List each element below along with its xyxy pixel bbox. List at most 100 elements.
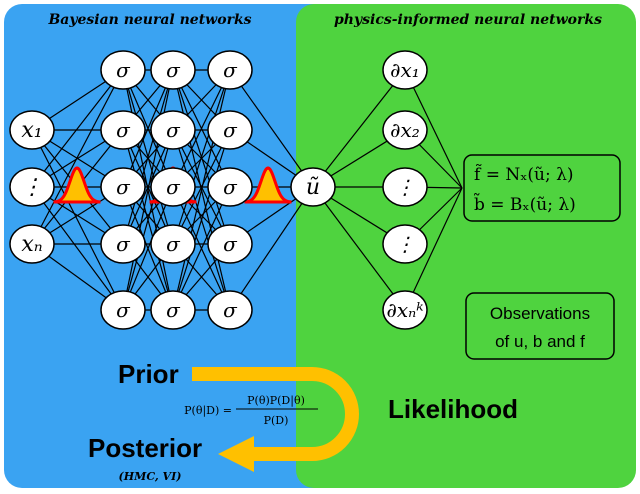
node-circle bbox=[100, 167, 146, 207]
node-circle bbox=[9, 224, 55, 264]
edge-line bbox=[122, 186, 174, 311]
node-circle bbox=[100, 290, 146, 330]
node-circle bbox=[207, 50, 253, 90]
bnn-title: Bayesian neural networks bbox=[47, 12, 251, 28]
bayes-loop-arrowhead bbox=[218, 436, 254, 472]
edge-line bbox=[122, 69, 174, 188]
edge-line bbox=[31, 69, 124, 188]
node-label: σ bbox=[166, 232, 181, 256]
node-label: ⋮ bbox=[395, 232, 415, 256]
edge-line bbox=[122, 129, 174, 245]
hidden-node: σ bbox=[150, 290, 196, 330]
hidden-node: σ bbox=[150, 110, 196, 150]
edge-line bbox=[172, 186, 231, 311]
hidden-node: σ bbox=[207, 224, 253, 264]
node-label: σ bbox=[223, 118, 238, 142]
edge-line bbox=[31, 129, 124, 311]
node-circle bbox=[150, 167, 196, 207]
node-label: σ bbox=[166, 58, 181, 82]
node-label: ũ bbox=[306, 175, 320, 200]
derivative-node: ⋮ bbox=[382, 224, 428, 264]
hidden-node: σ bbox=[150, 224, 196, 264]
hidden-node: σ bbox=[100, 224, 146, 264]
node-label: σ bbox=[223, 175, 238, 199]
hidden-node: σ bbox=[207, 290, 253, 330]
edge-line bbox=[172, 129, 231, 245]
equation-b: b̃ = Bₓ(ũ; λ) bbox=[473, 193, 576, 215]
equation-box bbox=[463, 154, 621, 222]
node-label: σ bbox=[223, 232, 238, 256]
bayes-denominator: P(D) bbox=[264, 414, 289, 427]
node-label: σ bbox=[116, 175, 131, 199]
derivative-node: ∂x₁ bbox=[382, 50, 428, 90]
edge-line bbox=[122, 69, 174, 311]
node-label: σ bbox=[166, 175, 181, 199]
node-circle bbox=[207, 110, 253, 150]
edge-line bbox=[312, 69, 406, 188]
node-label: σ bbox=[116, 232, 131, 256]
bayes-loop-arrow bbox=[192, 367, 359, 461]
hidden-node: σ bbox=[100, 110, 146, 150]
edge-line bbox=[229, 186, 314, 311]
derivative-node: ⋮ bbox=[382, 167, 428, 207]
node-circle bbox=[207, 224, 253, 264]
hidden-node: σ bbox=[100, 50, 146, 90]
prior-label: Prior bbox=[118, 359, 179, 389]
node-circle bbox=[150, 110, 196, 150]
hidden-node: σ bbox=[100, 290, 146, 330]
pinn-title: physics-informed neural networks bbox=[334, 12, 602, 28]
derivative-node: ∂x₂ bbox=[382, 110, 428, 150]
node-circle bbox=[207, 167, 253, 207]
node-circle bbox=[9, 110, 55, 150]
node-circle bbox=[100, 110, 146, 150]
observations-box bbox=[465, 292, 615, 360]
node-circle bbox=[382, 50, 428, 90]
node-circle bbox=[150, 224, 196, 264]
edge-line bbox=[31, 186, 124, 311]
node-circle bbox=[382, 224, 428, 264]
equation-f: f̃ = Nₓ(ũ; λ) bbox=[474, 164, 574, 185]
node-circle bbox=[290, 167, 336, 207]
hidden-node: σ bbox=[150, 50, 196, 90]
node-circle bbox=[382, 290, 428, 330]
edge-line bbox=[172, 69, 231, 188]
pinn-panel bbox=[296, 4, 636, 488]
hidden-node: σ bbox=[150, 167, 196, 207]
node-label: xₙ bbox=[21, 232, 42, 257]
bayes-lhs: P(θ|D) = bbox=[184, 404, 232, 418]
node-circle bbox=[9, 167, 55, 207]
node-label: σ bbox=[223, 58, 238, 82]
node-label: σ bbox=[116, 58, 131, 82]
node-label: ∂xₙᵏ bbox=[386, 298, 423, 322]
node-label: σ bbox=[223, 298, 238, 322]
gaussian-prior-icon bbox=[244, 166, 292, 204]
edge-line bbox=[312, 186, 406, 311]
derivative-node: ∂xₙᵏ bbox=[382, 290, 428, 330]
node-label: ∂x₂ bbox=[390, 118, 420, 142]
observations-line2: of u, b and f bbox=[495, 332, 585, 351]
node-label: x₁ bbox=[21, 118, 42, 143]
likelihood-label: Likelihood bbox=[388, 394, 518, 424]
edge-line bbox=[172, 69, 231, 311]
gaussian-prior-icon bbox=[53, 166, 101, 204]
edge-line bbox=[172, 69, 231, 245]
node-label: σ bbox=[116, 118, 131, 142]
bayes-numerator: P(θ)P(D|θ) bbox=[247, 394, 305, 408]
node-label: ⋮ bbox=[395, 175, 415, 199]
posterior-label: Posterior bbox=[88, 433, 202, 463]
edge-line bbox=[31, 69, 124, 245]
hidden-node: σ bbox=[100, 167, 146, 207]
hidden-node: σ bbox=[207, 167, 253, 207]
edge-line bbox=[172, 129, 231, 311]
input-node: ⋮ bbox=[9, 167, 55, 207]
methods-label: (HMC, VI) bbox=[119, 470, 182, 483]
node-label: σ bbox=[166, 118, 181, 142]
node-circle bbox=[100, 50, 146, 90]
edge-line bbox=[404, 69, 463, 189]
node-circle bbox=[207, 290, 253, 330]
node-label: σ bbox=[116, 298, 131, 322]
edge-line bbox=[122, 129, 174, 311]
node-circle bbox=[382, 110, 428, 150]
